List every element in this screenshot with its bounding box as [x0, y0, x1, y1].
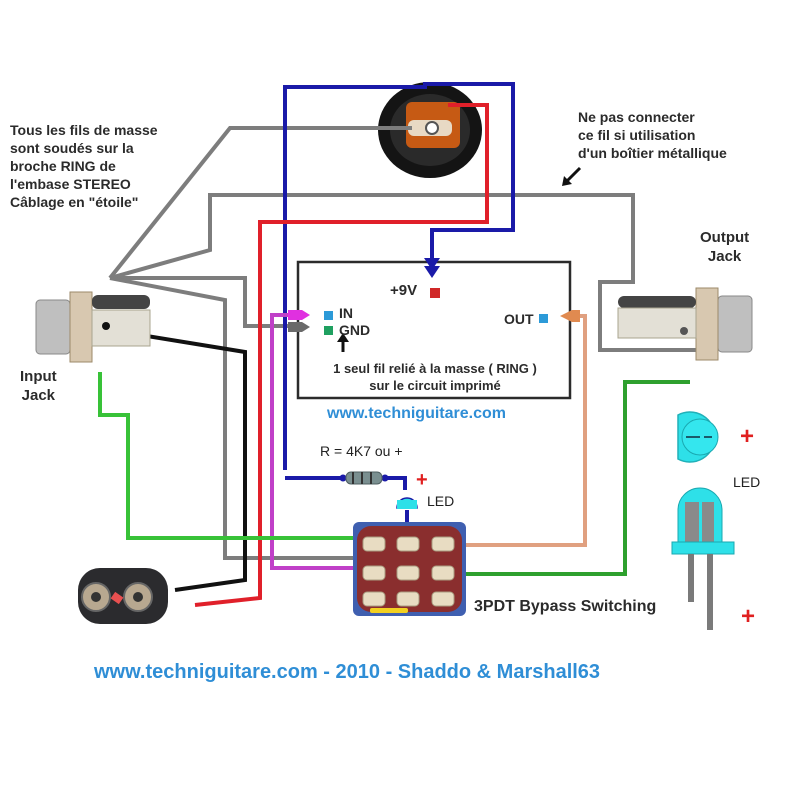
watermark-url: www.techniguitare.com — [327, 405, 506, 422]
pcb-in-label: IN — [339, 305, 353, 321]
led-side-view — [671, 487, 735, 630]
output-jack-label: Output Jack — [700, 229, 750, 265]
single-ground-note: 1 seul fil relié à la masse ( RING ) sur… — [333, 361, 537, 393]
pcb-out-label: OUT — [504, 311, 534, 327]
plus-icon: + — [416, 469, 428, 491]
led-top-view — [677, 411, 719, 463]
output-jack-image — [617, 287, 753, 361]
effect-out-wire — [455, 314, 587, 547]
plus-icon: + — [740, 423, 755, 450]
input-jack-image — [35, 291, 151, 363]
output-signal-wire — [445, 380, 690, 576]
resistor — [339, 471, 389, 485]
plus-icon: + — [741, 603, 756, 630]
power-positive-wire — [194, 103, 489, 607]
arrow-icon — [562, 166, 582, 186]
battery-black-wire — [109, 328, 247, 592]
led-large-label: LED — [733, 474, 761, 490]
effect-in-wire — [270, 313, 360, 570]
resistor-label: R = 4K7 ou + — [320, 443, 403, 459]
power-negative-wire — [283, 82, 515, 540]
pcb-power-label: +9V — [390, 282, 418, 299]
footer-credit: www.techniguitare.com - 2010 - Shaddo & … — [94, 661, 601, 683]
battery-clip — [78, 568, 168, 624]
led-small — [396, 497, 418, 509]
pcb-gnd-label: GND — [339, 322, 371, 338]
led-small-label: LED — [427, 493, 455, 509]
arrow-up-icon — [337, 333, 349, 352]
input-jack-label: Input Jack — [20, 368, 57, 404]
ground-star-note: Tous les fils de masse sont soudés sur l… — [10, 122, 158, 210]
metal-enclosure-note: Ne pas connecter ce fil si utilisation d… — [578, 109, 727, 161]
3pdt-switch — [353, 522, 466, 616]
switch-label: 3PDT Bypass Switching — [474, 598, 657, 615]
pcb-connectors — [288, 258, 580, 335]
